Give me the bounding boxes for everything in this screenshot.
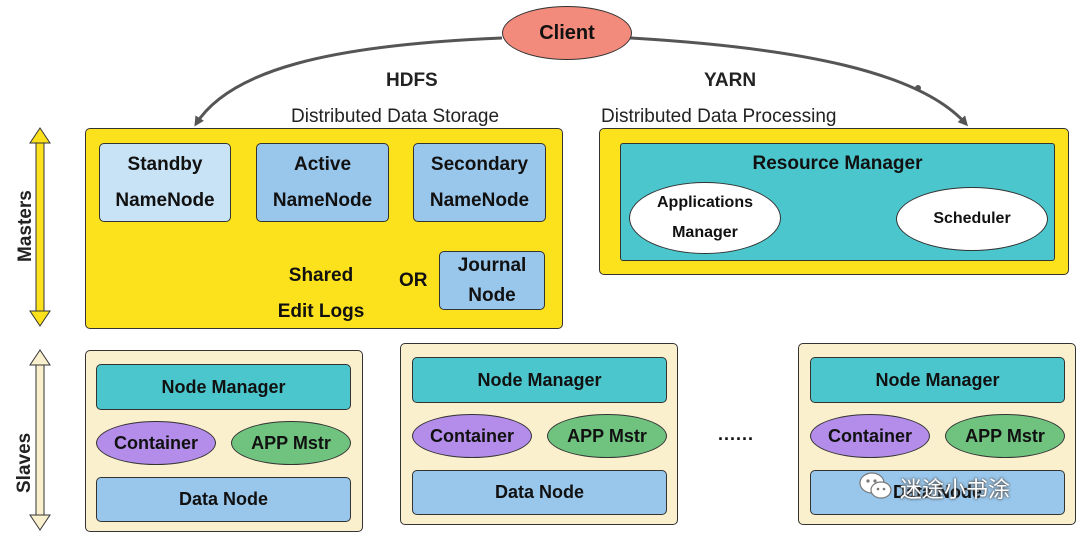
app-master-label: APP Mstr bbox=[965, 425, 1045, 446]
apps-manager-label-1: Applications bbox=[656, 194, 753, 211]
node-manager-label: Node Manager bbox=[875, 369, 1000, 390]
app-master-3: APP Mstr bbox=[945, 414, 1065, 458]
journal-node: Journal Node bbox=[439, 251, 545, 310]
more-slaves-ellipsis: ...... bbox=[718, 424, 755, 444]
data-node-1: Data Node bbox=[96, 477, 351, 522]
masters-range-arrow bbox=[29, 127, 51, 327]
secondary-label-1: Secondary bbox=[430, 153, 529, 175]
slaves-range-arrow bbox=[29, 349, 51, 531]
data-node-3: Data Node bbox=[810, 470, 1065, 515]
client-label: Client bbox=[539, 21, 595, 44]
journal-label-2: Node bbox=[468, 284, 516, 306]
scheduler: Scheduler bbox=[896, 187, 1048, 251]
node-manager-1: Node Manager bbox=[96, 364, 351, 410]
client-to-yarn-arrow bbox=[629, 36, 968, 127]
container-3: Container bbox=[810, 414, 930, 458]
data-node-label: Data Node bbox=[178, 489, 268, 509]
container-label: Container bbox=[113, 432, 198, 453]
yarn-title: YARN bbox=[704, 70, 757, 91]
yarn-arrow-dot bbox=[915, 85, 921, 91]
yarn-subtitle: Distributed Data Processing bbox=[601, 106, 837, 127]
container-label: Container bbox=[429, 425, 514, 446]
standby-label-2: NameNode bbox=[115, 189, 215, 211]
active-label-2: NameNode bbox=[272, 189, 373, 211]
or-label: OR bbox=[399, 270, 428, 291]
container-label: Container bbox=[827, 425, 912, 446]
journal-label-1: Journal bbox=[457, 254, 527, 276]
node-manager-label: Node Manager bbox=[477, 369, 602, 390]
active-namenode: Active NameNode bbox=[256, 143, 389, 222]
shared-edit-logs-label: Shared Edit Logs bbox=[256, 258, 386, 330]
container-2: Container bbox=[412, 414, 532, 458]
standby-label-1: Standby bbox=[127, 153, 203, 175]
data-node-label: Data Node bbox=[494, 482, 584, 502]
masters-label: Masters bbox=[15, 190, 37, 262]
client-node: Client bbox=[502, 6, 632, 60]
node-manager-2: Node Manager bbox=[412, 357, 667, 403]
slaves-label-text: Slaves bbox=[14, 432, 35, 493]
app-master-1: APP Mstr bbox=[231, 421, 351, 465]
data-node-label: Data Node bbox=[892, 482, 982, 502]
applications-manager: Applications Manager bbox=[629, 182, 781, 254]
client-to-hdfs-arrow bbox=[194, 36, 503, 127]
data-node-2: Data Node bbox=[412, 470, 667, 515]
standby-namenode: Standby NameNode bbox=[99, 143, 231, 222]
apps-manager-label-2: Manager bbox=[672, 224, 738, 241]
wechat-icon bbox=[859, 472, 892, 499]
active-label-1: Active bbox=[293, 153, 352, 175]
shared-label-2: Edit Logs bbox=[277, 301, 365, 322]
app-master-label: APP Mstr bbox=[251, 432, 331, 453]
shared-label-1: Shared bbox=[288, 265, 354, 286]
app-master-label: APP Mstr bbox=[567, 425, 647, 446]
node-manager-3: Node Manager bbox=[810, 357, 1065, 403]
resource-manager-label: Resource Manager bbox=[752, 153, 923, 174]
app-master-2: APP Mstr bbox=[547, 414, 667, 458]
watermark-text: 迷途小书涂 bbox=[900, 478, 1011, 503]
container-1: Container bbox=[96, 421, 216, 465]
masters-label-text: Masters bbox=[15, 190, 36, 262]
scheduler-label: Scheduler bbox=[933, 210, 1011, 227]
secondary-namenode: Secondary NameNode bbox=[413, 143, 546, 222]
slaves-label: Slaves bbox=[14, 433, 36, 493]
hdfs-subtitle: Distributed Data Storage bbox=[291, 106, 500, 127]
node-manager-label: Node Manager bbox=[161, 376, 286, 397]
secondary-label-2: NameNode bbox=[429, 189, 530, 211]
hdfs-title: HDFS bbox=[386, 70, 438, 91]
